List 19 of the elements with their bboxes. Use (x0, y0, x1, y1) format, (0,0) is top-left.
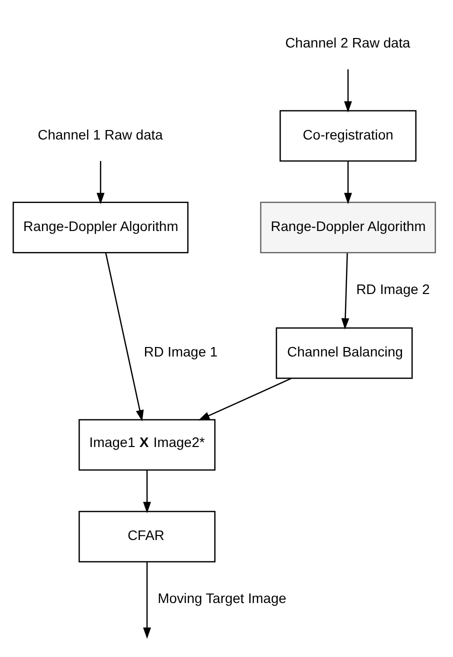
arrow (96, 161, 105, 204)
edge-label: RD Image 2 (356, 280, 430, 297)
edge-label: RD Image 1 (144, 344, 218, 360)
arrow (198, 378, 292, 420)
node-text: Channel 1 Raw data (38, 126, 163, 142)
arrow (143, 470, 151, 514)
node-text: Channel 2 Raw data (285, 34, 410, 51)
node-box: Range-Doppler Algorithm (12, 202, 188, 254)
node-box: Channel Balancing (276, 327, 413, 379)
arrow (143, 562, 151, 639)
node-box: Image1 X Image2* (78, 419, 216, 471)
arrow (344, 161, 352, 204)
edge-label: Moving Target Image (158, 590, 286, 606)
node-box: Co-registration (280, 110, 416, 162)
arrow (341, 253, 350, 330)
arrow (105, 252, 144, 422)
node-box: Range-Doppler Algorithm (260, 202, 436, 254)
node-box: CFAR (78, 510, 216, 562)
arrow (344, 69, 352, 113)
